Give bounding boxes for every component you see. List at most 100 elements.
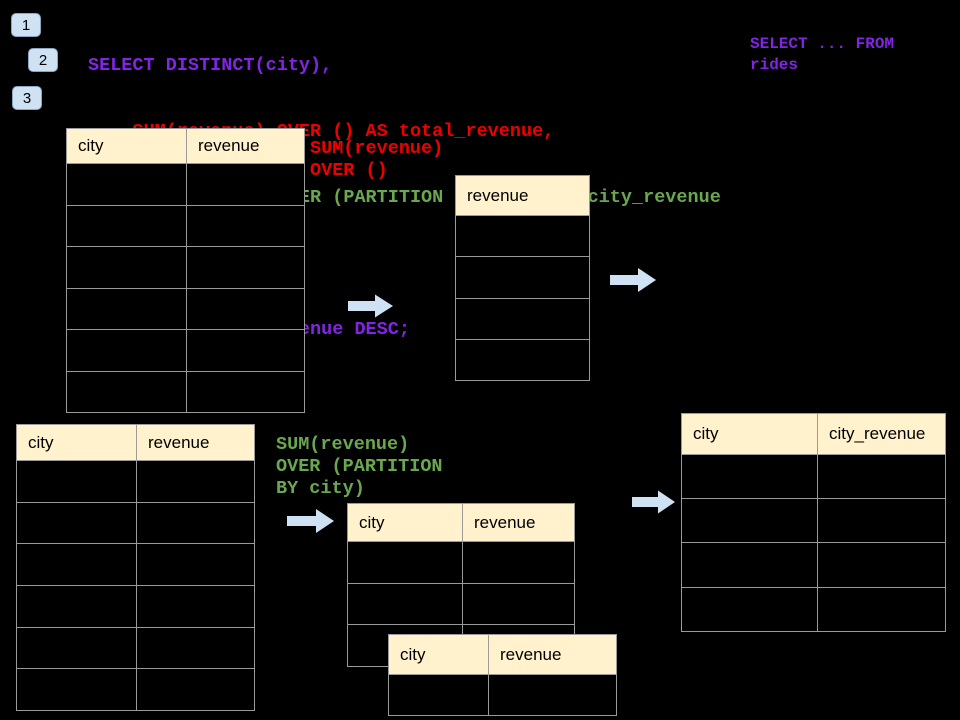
table-cell [681, 542, 818, 588]
city-revenue-result-table: city city_revenue [681, 413, 946, 632]
table-cell [455, 338, 590, 382]
table-cell [186, 370, 305, 413]
table-row [681, 453, 946, 500]
table-cell [16, 543, 137, 587]
source-table-top: city revenue [66, 128, 305, 413]
table-cell [817, 453, 946, 500]
arrow-shape [348, 294, 393, 318]
table-body [455, 214, 590, 382]
table-row [16, 668, 255, 712]
table-cell [488, 674, 617, 716]
table-cell [347, 582, 463, 626]
table-cell [681, 586, 818, 632]
table-cell [66, 287, 187, 330]
table-cell [186, 204, 305, 247]
table-cell [66, 204, 187, 247]
table-row [16, 543, 255, 587]
table-cell [66, 329, 187, 372]
table-cell [16, 460, 137, 503]
table-cell [347, 541, 463, 584]
table-cell [388, 674, 489, 716]
column-header-city: city [347, 503, 463, 542]
flow-arrow-icon [610, 268, 656, 292]
table-row [66, 287, 305, 330]
table-row [681, 498, 946, 544]
table-cell [136, 460, 255, 503]
table-cell [455, 256, 590, 299]
table-row [681, 542, 946, 588]
side-note-select-from-rides: SELECT ... FROM rides [750, 35, 895, 74]
table-cell [462, 582, 575, 626]
column-header-revenue: revenue [186, 128, 305, 164]
table-row [16, 585, 255, 628]
table-row [455, 214, 590, 258]
table-row [66, 204, 305, 247]
table-cell [66, 246, 187, 289]
table-cell [817, 542, 946, 588]
table-row [347, 541, 575, 584]
table-row [66, 246, 305, 289]
label-sum-over-total: SUM(revenue) OVER () [310, 138, 444, 181]
header-row: city revenue [16, 424, 255, 461]
step-badge-2: 2 [28, 48, 58, 72]
table-row [66, 163, 305, 206]
table-row [16, 460, 255, 503]
column-header-revenue: revenue [462, 503, 575, 542]
table-cell [136, 585, 255, 628]
table-row [66, 370, 305, 413]
header-row: city revenue [388, 634, 617, 675]
table-body [66, 163, 305, 413]
column-header-revenue: revenue [488, 634, 617, 675]
flow-arrow-icon [287, 509, 334, 533]
table-cell [462, 541, 575, 584]
source-table-bottom: city revenue [16, 424, 255, 712]
table-cell [136, 543, 255, 587]
table-row [347, 582, 575, 626]
table-cell [455, 297, 590, 340]
column-header-revenue: revenue [455, 175, 590, 216]
table-row [681, 586, 946, 632]
flow-arrow-icon [632, 490, 675, 514]
table-cell [16, 626, 137, 670]
header-row: city revenue [66, 128, 305, 164]
table-body [388, 674, 617, 716]
header-row: city revenue [347, 503, 575, 542]
table-cell [136, 626, 255, 670]
arrow-shape [632, 490, 675, 514]
column-header-city: city [388, 634, 489, 675]
table-body [16, 460, 255, 712]
label-sum-over-partition: SUM(revenue) OVER (PARTITION BY city) [276, 434, 443, 499]
column-header-city: city [16, 424, 137, 461]
step-badge-1: 1 [11, 13, 41, 37]
header-row: city city_revenue [681, 413, 946, 455]
sql-line-select: SELECT DISTINCT(city), [88, 55, 333, 76]
table-cell [66, 370, 187, 413]
arrow-shape [287, 509, 334, 533]
table-cell [186, 163, 305, 206]
table-cell [186, 287, 305, 330]
arrow-shape [610, 268, 656, 292]
table-cell [817, 586, 946, 632]
header-row: revenue [455, 175, 590, 216]
table-row [455, 256, 590, 299]
column-header-city: city [681, 413, 818, 455]
table-cell [66, 163, 187, 206]
table-cell [455, 214, 590, 258]
partition-front-table: city revenue [388, 634, 617, 716]
column-header-city: city [66, 128, 187, 164]
total-revenue-table: revenue [455, 175, 590, 382]
table-cell [16, 501, 137, 545]
table-row [16, 626, 255, 670]
table-cell [136, 501, 255, 545]
step-badge-3: 3 [12, 86, 42, 110]
table-cell [681, 498, 818, 544]
table-row [388, 674, 617, 716]
table-row [16, 501, 255, 545]
table-row [455, 297, 590, 340]
table-cell [136, 668, 255, 712]
table-cell [186, 246, 305, 289]
table-row [455, 338, 590, 382]
table-cell [16, 668, 137, 712]
table-cell [681, 453, 818, 500]
